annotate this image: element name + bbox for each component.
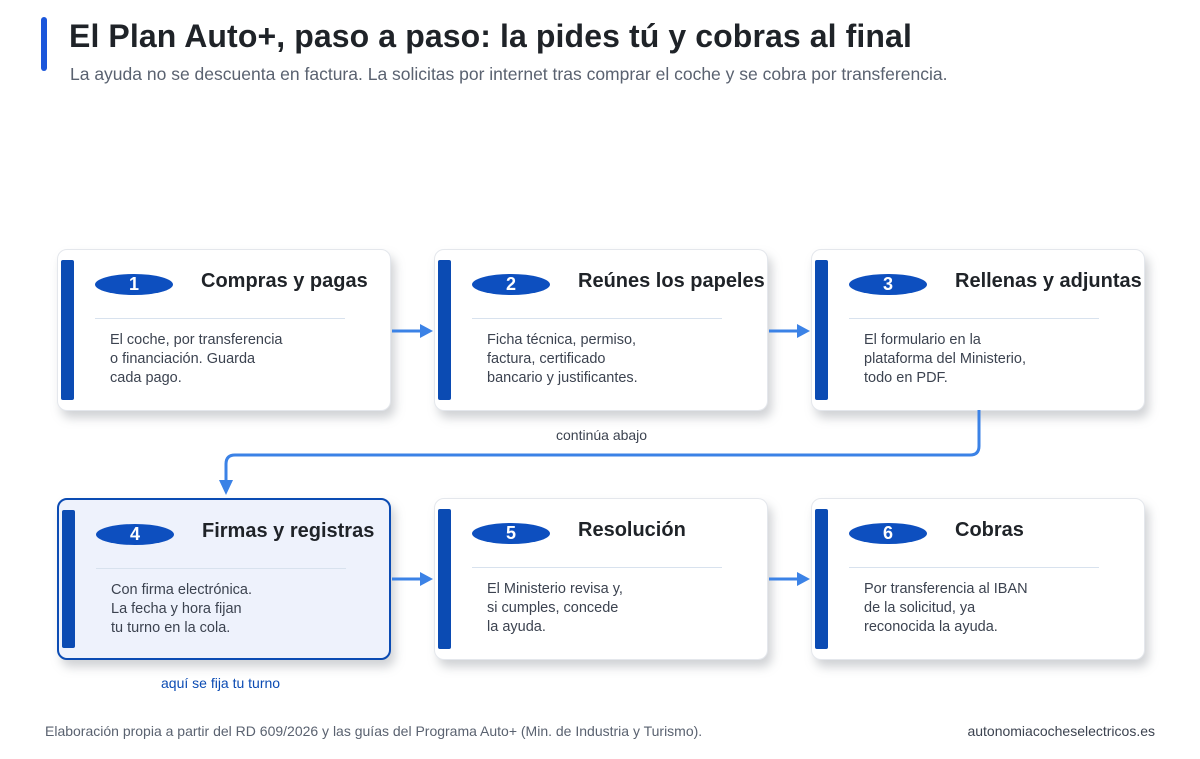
step-description: El formulario en la plataforma del Minis… [864, 332, 1026, 386]
step-title: Cobras [955, 519, 1024, 541]
step-description: Con firma electrónica. La fecha y hora f… [111, 582, 253, 636]
step-description: Ficha técnica, permiso, factura, certifi… [487, 332, 638, 386]
arrow-wrap-icon [219, 410, 981, 495]
step-number-badge: 1 [95, 274, 173, 295]
card-divider [96, 568, 346, 569]
card-divider [849, 567, 1099, 568]
step-card-4: 4 Firmas y registras Con firma electróni… [57, 498, 391, 660]
step-card-1: 1 Compras y pagas El coche, por transfer… [57, 249, 391, 411]
card-divider [472, 318, 722, 319]
continue-below-note: continúa abajo [556, 427, 648, 443]
card-stripe [62, 510, 75, 648]
step-description: Por transferencia al IBAN de la solicitu… [864, 581, 1028, 635]
arrow-right-icon [392, 572, 433, 586]
arrow-right-icon [769, 572, 810, 586]
turn-fixed-note: aquí se fija tu turno [161, 675, 281, 691]
step-number-badge: 2 [472, 274, 550, 295]
step-number-badge: 4 [96, 524, 174, 545]
step-title: Reúnes los papeles [578, 270, 765, 292]
step-card-6: 6 Cobras Por transferencia al IBAN de la… [811, 498, 1145, 660]
card-stripe [815, 509, 828, 649]
page-title: El Plan Auto+, paso a paso: la pides tú … [69, 18, 912, 54]
step-description: El coche, por transferencia o financiaci… [110, 332, 283, 386]
card-stripe [61, 260, 74, 400]
step-title: Resolución [578, 519, 686, 541]
page-subtitle: La ayuda no se descuenta en factura. La … [70, 64, 948, 84]
source-footnote: Elaboración propia a partir del RD 609/2… [45, 723, 703, 739]
card-divider [849, 318, 1099, 319]
step-number-badge: 3 [849, 274, 927, 295]
card-stripe [815, 260, 828, 400]
site-credit: autonomiacocheselectricos.es [967, 723, 1155, 739]
card-stripe [438, 260, 451, 400]
step-card-3: 3 Rellenas y adjuntas El formulario en l… [811, 249, 1145, 411]
arrow-right-icon [769, 324, 810, 338]
step-card-5: 5 Resolución El Ministerio revisa y, si … [434, 498, 768, 660]
card-divider [472, 567, 722, 568]
title-accent-bar [41, 17, 47, 71]
step-description: El Ministerio revisa y, si cumples, conc… [487, 581, 623, 635]
step-title: Rellenas y adjuntas [955, 270, 1142, 292]
step-number-badge: 6 [849, 523, 927, 544]
step-title: Compras y pagas [201, 270, 368, 292]
step-card-2: 2 Reúnes los papeles Ficha técnica, perm… [434, 249, 768, 411]
card-stripe [438, 509, 451, 649]
step-title: Firmas y registras [202, 520, 375, 542]
arrow-right-icon [392, 324, 433, 338]
card-divider [95, 318, 345, 319]
step-number-badge: 5 [472, 523, 550, 544]
